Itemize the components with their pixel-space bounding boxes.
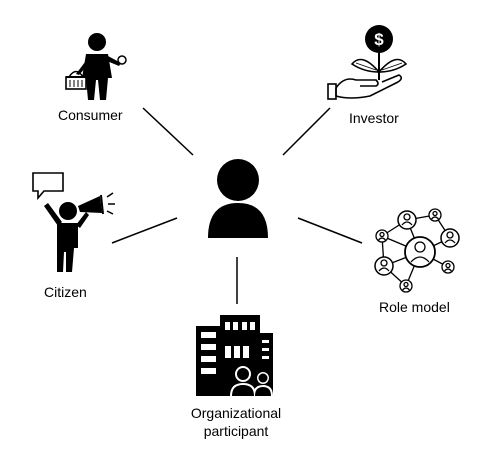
label-citizen: Citizen <box>44 284 87 300</box>
label-investor: Investor <box>349 110 399 126</box>
money-plant-icon: $ <box>327 25 408 100</box>
network-people-icon <box>374 208 460 293</box>
connector-consumer <box>142 107 194 156</box>
label-organizational-participant: Organizational participant <box>190 405 282 439</box>
megaphone-speaker-icon <box>32 172 115 272</box>
connector-role-model <box>297 217 363 244</box>
person-icon <box>208 159 268 238</box>
connector-citizen <box>111 217 178 244</box>
connector-investor <box>282 107 331 156</box>
svg-text:$: $ <box>374 30 384 49</box>
shopper-icon <box>65 33 127 100</box>
label-consumer: Consumer <box>58 107 123 123</box>
label-role-model: Role model <box>379 299 450 315</box>
building-people-icon <box>196 315 273 396</box>
connectors <box>111 107 363 304</box>
